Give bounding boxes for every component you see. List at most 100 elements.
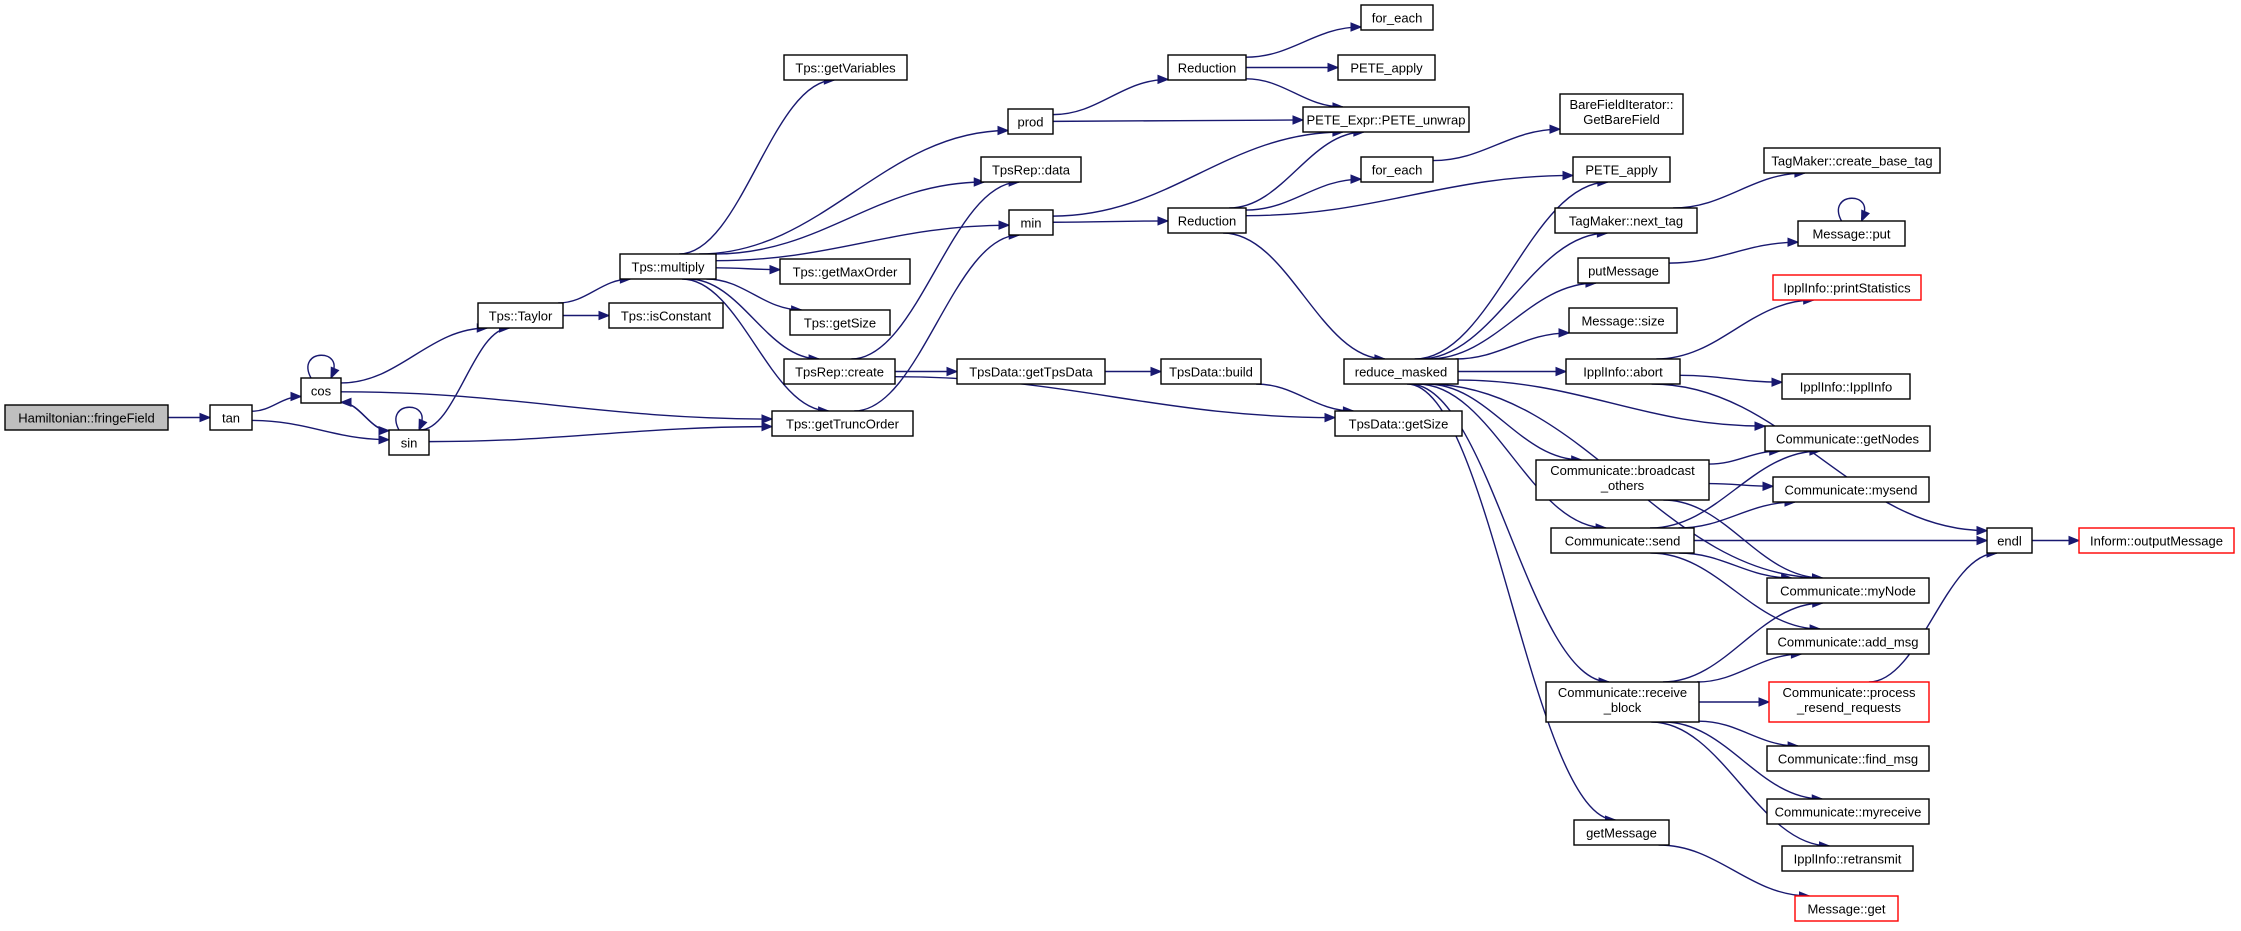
node-getmessage[interactable]: getMessage <box>1573 819 1670 846</box>
node-tpsbuild[interactable]: TpsData::build <box>1160 358 1262 385</box>
node-endl[interactable]: endl <box>1986 527 2033 554</box>
node-foreach2[interactable]: for_each <box>1360 156 1434 183</box>
edge-n_sin-to-n_sin <box>395 406 428 432</box>
node-outmsg[interactable]: Inform::outputMessage <box>2078 527 2235 554</box>
edge-n_endl-to-n_outmsg <box>2032 535 2081 546</box>
node-broadcast[interactable]: Communicate::broadcast_others <box>1535 459 1710 501</box>
node-label: TpsRep::create <box>795 365 884 380</box>
arrowhead <box>997 125 1010 136</box>
arrowhead <box>1350 22 1363 32</box>
node-peteapply1[interactable]: PETE_apply <box>1337 54 1436 81</box>
node-box <box>1007 108 1054 135</box>
edge-line <box>679 79 835 255</box>
node-getvars[interactable]: Tps::getVariables <box>783 54 908 81</box>
edge-line <box>854 234 1020 412</box>
edge-line <box>1052 220 1169 223</box>
node-fringe[interactable]: Hamiltonian::fringeField <box>4 404 169 431</box>
node-prod[interactable]: prod <box>1007 108 1054 135</box>
node-msgput[interactable]: Message::put <box>1797 220 1906 247</box>
node-box <box>477 302 564 329</box>
edge-n_taylor-to-n_isconst <box>562 310 611 321</box>
node-getsize[interactable]: Tps::getSize <box>789 309 891 336</box>
node-box <box>1360 4 1434 31</box>
arrowhead <box>1558 328 1571 338</box>
edge-line <box>1223 232 1385 360</box>
node-taylor[interactable]: Tps::Taylor <box>477 302 564 329</box>
edge-n_tpsrepcreate-to-n_gettpsdata <box>895 366 959 377</box>
node-min[interactable]: min <box>1008 209 1054 236</box>
node-reduce[interactable]: reduce_masked <box>1343 358 1459 385</box>
node-myreceive[interactable]: Communicate::myreceive <box>1766 798 1930 825</box>
node-msgget[interactable]: Message::get <box>1794 895 1899 922</box>
node-tan[interactable]: tan <box>209 404 253 431</box>
node-label: getMessage <box>1586 826 1657 841</box>
node-label: Communicate::send <box>1565 534 1681 549</box>
node-recvblock[interactable]: Communicate::receive_block <box>1545 681 1700 723</box>
edge-line <box>340 391 773 420</box>
node-box <box>300 377 342 404</box>
node-red2[interactable]: Reduction <box>1167 207 1247 234</box>
node-label: cos <box>311 384 332 399</box>
node-multiply[interactable]: Tps::multiply <box>619 253 717 280</box>
node-printstats[interactable]: IpplInfo::printStatistics <box>1772 274 1922 301</box>
edge-n_red2-to-n_foreach2 <box>1245 174 1363 211</box>
edge-line <box>1406 383 1616 821</box>
edge-line <box>1658 844 1810 897</box>
node-label: Communicate::find_msg <box>1778 752 1918 767</box>
node-label: Communicate::getNodes <box>1776 432 1920 447</box>
arrowhead <box>290 391 303 402</box>
node-label: _others <box>1600 478 1645 493</box>
arrowhead <box>1976 525 1989 536</box>
node-addmsg[interactable]: Communicate::add_msg <box>1766 628 1930 655</box>
edge-n_sin-to-n_gettrunc <box>428 421 774 443</box>
node-isconst[interactable]: Tps::isConstant <box>608 302 724 329</box>
arrowhead <box>1771 377 1784 387</box>
edge-line <box>1428 282 1596 360</box>
node-sin[interactable]: sin <box>388 429 430 456</box>
node-gettpsdata[interactable]: TpsData::getTpsData <box>956 358 1106 385</box>
node-red1[interactable]: Reduction <box>1167 54 1247 81</box>
node-box <box>1535 459 1710 501</box>
node-label: Communicate::myreceive <box>1775 805 1922 820</box>
node-createtag[interactable]: TagMaker::create_base_tag <box>1763 147 1941 174</box>
node-tpsrepdata[interactable]: TpsRep::data <box>980 156 1082 183</box>
node-tpsrepcreate[interactable]: TpsRep::create <box>783 358 896 385</box>
node-gettrunc[interactable]: Tps::getTruncOrder <box>771 410 914 437</box>
node-label: Communicate::add_msg <box>1778 635 1919 650</box>
node-mysend[interactable]: Communicate::mysend <box>1772 476 1930 503</box>
edge-n_fringe-to-n_tan <box>167 412 212 423</box>
node-send[interactable]: Communicate::send <box>1550 527 1695 554</box>
node-peteapply2[interactable]: PETE_apply <box>1572 156 1671 183</box>
node-msgsize[interactable]: Message::size <box>1568 307 1678 334</box>
edge-line <box>1651 383 1988 532</box>
edge-n_reduce-to-n_getmessage <box>1406 383 1617 825</box>
edge-line <box>1426 383 1582 461</box>
node-putmessage[interactable]: putMessage <box>1577 257 1670 284</box>
node-nexttag[interactable]: TagMaker::next_tag <box>1554 207 1698 234</box>
node-label: TpsRep::data <box>992 163 1071 178</box>
node-box <box>1766 577 1930 604</box>
node-box <box>1554 207 1698 234</box>
arrowhead <box>598 310 611 321</box>
node-procresend[interactable]: Communicate::process_resend_requests <box>1768 681 1930 723</box>
node-foreach1[interactable]: for_each <box>1360 4 1434 31</box>
node-getmaxorder[interactable]: Tps::getMaxOrder <box>779 258 911 285</box>
node-cos[interactable]: cos <box>300 377 342 404</box>
node-unwrap[interactable]: PETE_Expr::PETE_unwrap <box>1302 106 1470 133</box>
edge-line <box>1673 172 1805 209</box>
edge-line <box>1245 178 1362 211</box>
edge-n_red1-to-n_foreach1 <box>1245 22 1363 58</box>
node-mynode[interactable]: Communicate::myNode <box>1766 577 1930 604</box>
node-getnodes[interactable]: Communicate::getNodes <box>1764 425 1931 452</box>
node-box <box>1764 425 1931 452</box>
node-label: for_each <box>1372 11 1423 26</box>
node-ipplinfo[interactable]: IpplInfo::IpplInfo <box>1781 373 1911 400</box>
edge-line <box>558 278 631 304</box>
node-findmsg[interactable]: Communicate::find_msg <box>1766 745 1930 772</box>
node-retransmit[interactable]: IpplInfo::retransmit <box>1781 845 1914 872</box>
node-barefield[interactable]: BareFieldIterator::GetBareField <box>1559 93 1684 135</box>
node-tpsgetsize[interactable]: TpsData::getSize <box>1334 410 1463 437</box>
edge-line <box>1245 78 1343 108</box>
node-label: IpplInfo::retransmit <box>1794 852 1902 867</box>
node-abort[interactable]: IpplInfo::abort <box>1565 358 1681 385</box>
